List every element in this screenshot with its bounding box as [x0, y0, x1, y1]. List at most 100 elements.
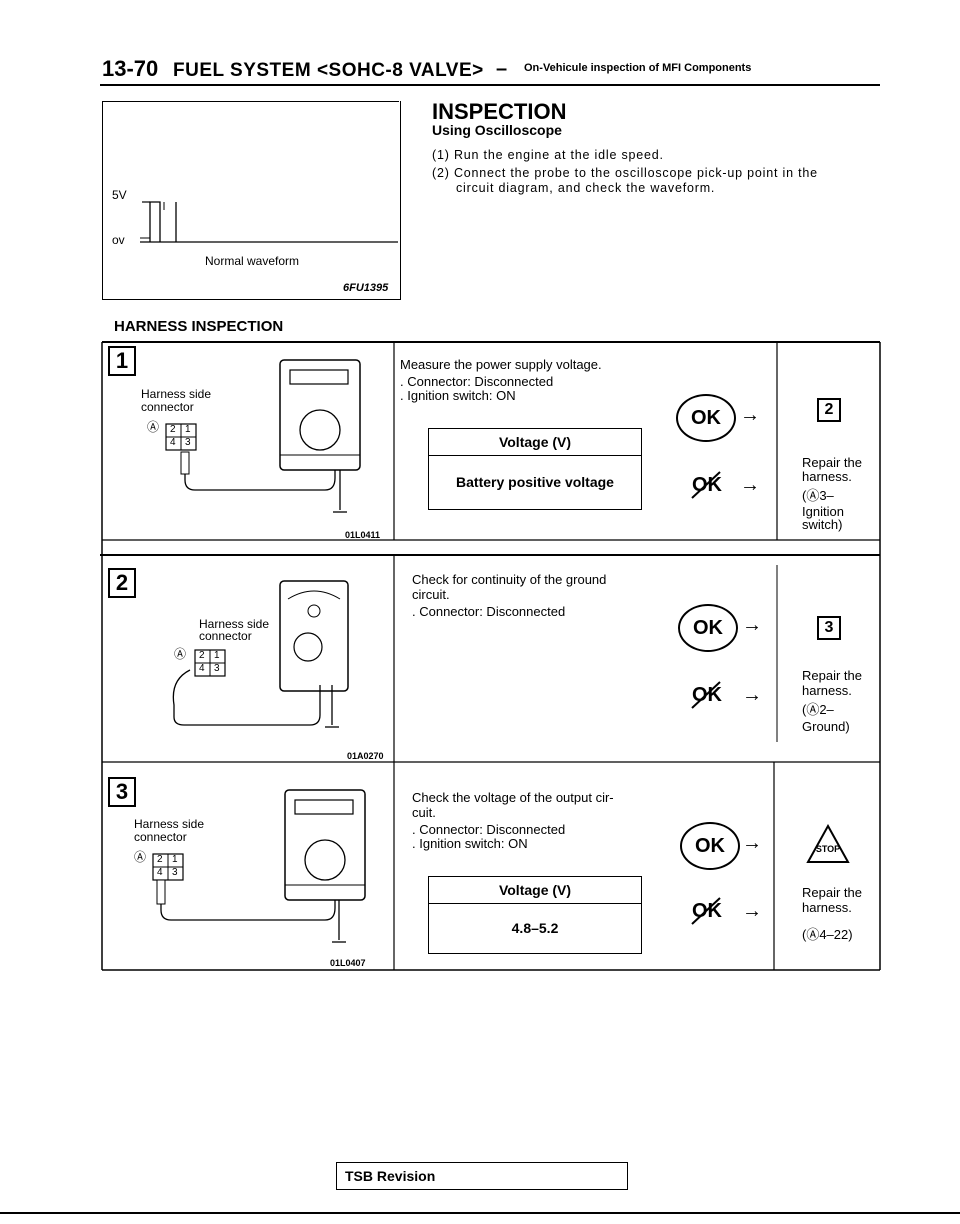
waveform-caption: Normal waveform [205, 254, 300, 268]
arrow-right-icon: → [742, 832, 762, 854]
step-3-voltage-table: Voltage (V) 4.8–5.2 [428, 876, 642, 954]
step-1-instruction: Measure the power supply voltage. [400, 357, 602, 372]
pin-3: 3 [172, 867, 178, 878]
footer-rule [0, 1212, 960, 1214]
ng-icon: OK [682, 896, 732, 926]
step-3-condition-2: . Ignition switch: ON [412, 836, 528, 851]
step-2-ok-next: 3 [817, 616, 841, 640]
pin-1: 1 [214, 650, 220, 661]
ok-label: OK [693, 617, 723, 639]
waveform-figure [102, 101, 401, 300]
inspection-step-2-cont: circuit diagram, and check the waveform. [456, 181, 716, 195]
step-3-instruction-cont: cuit. [412, 805, 436, 820]
step-3-connector-label-2: connector [134, 830, 187, 844]
arrow-right-icon: → [742, 900, 762, 922]
step-2-terminal-a: Ⓐ [174, 647, 187, 661]
pin-4: 4 [199, 663, 205, 674]
ok-icon: OK [678, 604, 738, 652]
step-2-instruction: Check for continuity of the ground [412, 572, 607, 587]
step-1-terminal-a: Ⓐ [147, 420, 160, 434]
stop-icon: STOP [806, 824, 850, 864]
step-3-connector-icon: 2 1 4 3 [151, 850, 185, 882]
step-1-connector-icon: 2 1 4 3 [164, 420, 198, 452]
step-1-ng-result-3: (Ⓐ3– [802, 488, 834, 503]
step-2-ng-result-3: (Ⓐ2– [802, 702, 834, 717]
step-1-connector-label-2: connector [141, 400, 194, 414]
ok-icon: OK [676, 394, 736, 442]
step-2-ng-result-2: harness. [802, 683, 852, 698]
pin-1: 1 [185, 424, 191, 435]
waveform-5v-label: 5V [112, 188, 127, 202]
step-3-multimeter-icon [156, 789, 366, 943]
pin-2: 2 [199, 650, 205, 661]
step-3-ng-result-3: (Ⓐ4–22) [802, 927, 853, 942]
title-dash: – [496, 58, 508, 80]
step-2-ng-result-4: Ground) [802, 719, 850, 734]
pin-2: 2 [157, 854, 163, 865]
step-3-figure-code: 01L0407 [330, 958, 366, 968]
ok-icon: OK [680, 822, 740, 870]
arrow-right-icon: → [740, 404, 760, 426]
arrow-right-icon: → [742, 684, 762, 706]
step-1-multimeter-icon [180, 359, 361, 513]
step-1-ng-result-4: Ignition [802, 504, 844, 519]
step-1-ok-next: 2 [817, 398, 841, 422]
step-3-table-header: Voltage (V) [429, 877, 641, 904]
inspection-subtitle: Using Oscilloscope [432, 122, 562, 138]
step-3-number: 3 [108, 777, 136, 807]
step-3-ng-result-2: harness. [802, 900, 852, 915]
step-3-terminal-a: Ⓐ [134, 850, 147, 864]
tsb-revision-box: TSB Revision [336, 1162, 628, 1190]
pin-4: 4 [157, 867, 163, 878]
step-2-condition-1: . Connector: Disconnected [412, 604, 566, 619]
arrow-right-icon: → [740, 474, 760, 496]
waveform-0v-label: ov [112, 233, 125, 247]
waveform-top-border [102, 101, 399, 102]
step-1-ng-result-5: switch) [802, 517, 843, 532]
page-title: FUEL SYSTEM <SOHC-8 VALVE> [173, 60, 484, 81]
step-2-connector-icon: 2 1 4 3 [193, 646, 227, 678]
step-2-connector-label-2: connector [199, 629, 252, 643]
ok-label: OK [691, 407, 721, 429]
step-1-voltage-table: Voltage (V) Battery positive voltage [428, 428, 642, 510]
ng-icon: OK [682, 470, 732, 500]
step-3-instruction: Check the voltage of the output cir- [412, 790, 614, 805]
page-number: 13-70 [102, 56, 159, 81]
step-1-ng-result-1: Repair the [802, 455, 862, 470]
step-1-table-value: Battery positive voltage [456, 474, 614, 490]
inspection-title: INSPECTION [432, 99, 567, 124]
step-2-ohmmeter-icon [172, 580, 349, 728]
step-1-number: 1 [108, 346, 136, 376]
step-2-figure-code: 01A0270 [347, 751, 384, 761]
waveform-plot [140, 201, 398, 243]
step-3-condition-1: . Connector: Disconnected [412, 822, 566, 837]
step-2-instruction-cont: circuit. [412, 587, 450, 602]
ng-icon: OK [682, 680, 732, 710]
step-2-ng-result-1: Repair the [802, 668, 862, 683]
pin-2: 2 [170, 424, 176, 435]
page-subtitle: On-Vehicule inspection of MFI Components [524, 62, 752, 74]
inspection-step-2: (2) Connect the probe to the oscilloscop… [432, 166, 818, 180]
header-rule [100, 84, 880, 86]
arrow-right-icon: → [742, 614, 762, 636]
step-1-figure-code: 01L0411 [345, 530, 381, 540]
step-1-ng-result-2: harness. [802, 469, 852, 484]
step-1-connector-label: Harness side [141, 387, 212, 401]
step-1-condition-2: . Ignition switch: ON [400, 388, 516, 403]
inspection-step-1: (1) Run the engine at the idle speed. [432, 148, 664, 162]
pin-3: 3 [185, 437, 191, 448]
step-3-connector-label: Harness side [134, 817, 205, 831]
pin-1: 1 [172, 854, 178, 865]
step-3-table-value: 4.8–5.2 [511, 920, 559, 936]
step-3-ng-result-1: Repair the [802, 885, 862, 900]
stop-label: STOP [815, 844, 841, 854]
step-1-condition-1: . Connector: Disconnected [400, 374, 554, 389]
ok-label: OK [695, 835, 725, 857]
waveform-figure-code: 6FU1395 [343, 282, 389, 294]
step-2-number: 2 [108, 568, 136, 598]
tsb-revision-label: TSB Revision [345, 1168, 436, 1184]
step-2-connector-label: Harness side [199, 617, 270, 631]
pin-3: 3 [214, 663, 220, 674]
harness-inspection-title: HARNESS INSPECTION [114, 318, 284, 335]
